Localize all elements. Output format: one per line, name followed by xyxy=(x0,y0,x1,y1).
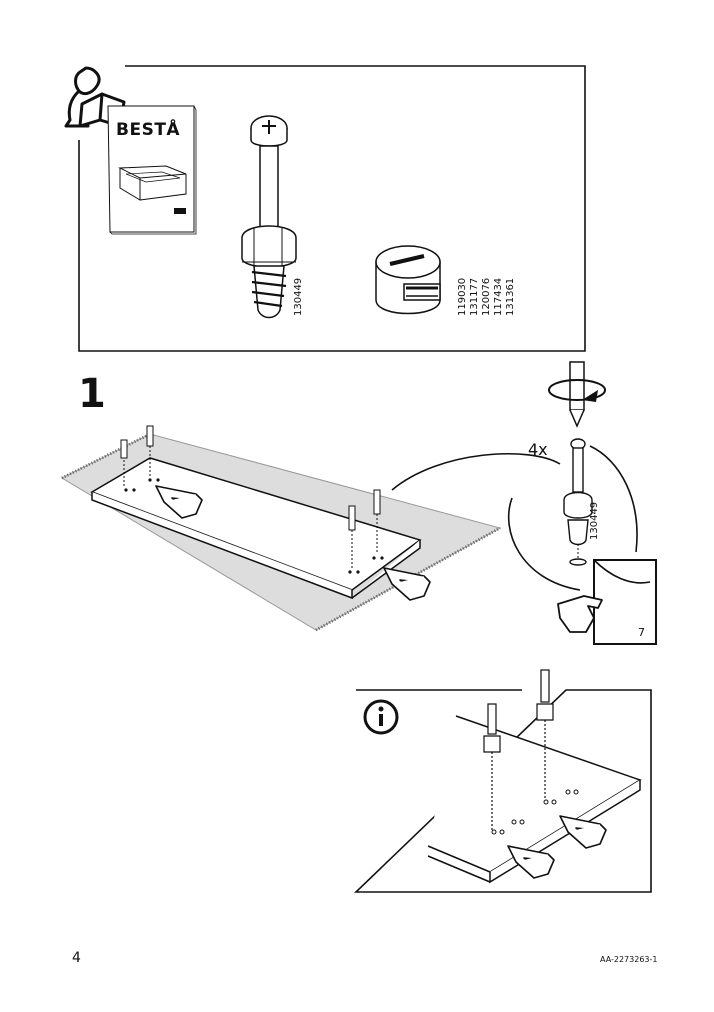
page-turn-icon xyxy=(557,559,657,645)
manual-reader-icon xyxy=(64,66,126,128)
hand-pointer-icon-2 xyxy=(383,567,431,601)
page-reference: 7 xyxy=(638,626,645,639)
hand-pointer-icon-4 xyxy=(559,815,607,849)
cam-part-number-3: 120076 xyxy=(481,277,492,316)
info-icon xyxy=(363,699,399,735)
document-code: AA-2273263-1 xyxy=(600,955,658,964)
detail-callout-circle xyxy=(391,445,638,591)
cam-lock-part xyxy=(375,245,441,315)
cam-part-number-5: 131361 xyxy=(505,277,516,316)
info-box xyxy=(354,669,652,893)
hand-pointer-icon-3 xyxy=(507,845,555,879)
besta-manual-booklet xyxy=(107,105,197,235)
cam-dowel-part xyxy=(241,115,297,319)
dowel-part-number: 130449 xyxy=(293,277,304,316)
step-number: 1 xyxy=(78,371,106,417)
screwdriver-detail xyxy=(548,361,606,428)
parts-overview-box xyxy=(78,65,586,352)
quantity-label: 4x xyxy=(528,440,548,459)
cam-part-number-1: 119030 xyxy=(457,277,468,316)
detail-part-number: 130449 xyxy=(589,501,600,540)
cam-part-number-2: 131177 xyxy=(469,277,480,316)
booklet-title: BESTÅ xyxy=(116,120,181,140)
detail-dowel xyxy=(563,438,593,566)
cam-part-number-4: 117434 xyxy=(493,277,504,316)
hand-pointer-icon xyxy=(155,485,203,519)
rotate-arrow-icon xyxy=(582,390,598,402)
page-number: 4 xyxy=(72,950,81,966)
